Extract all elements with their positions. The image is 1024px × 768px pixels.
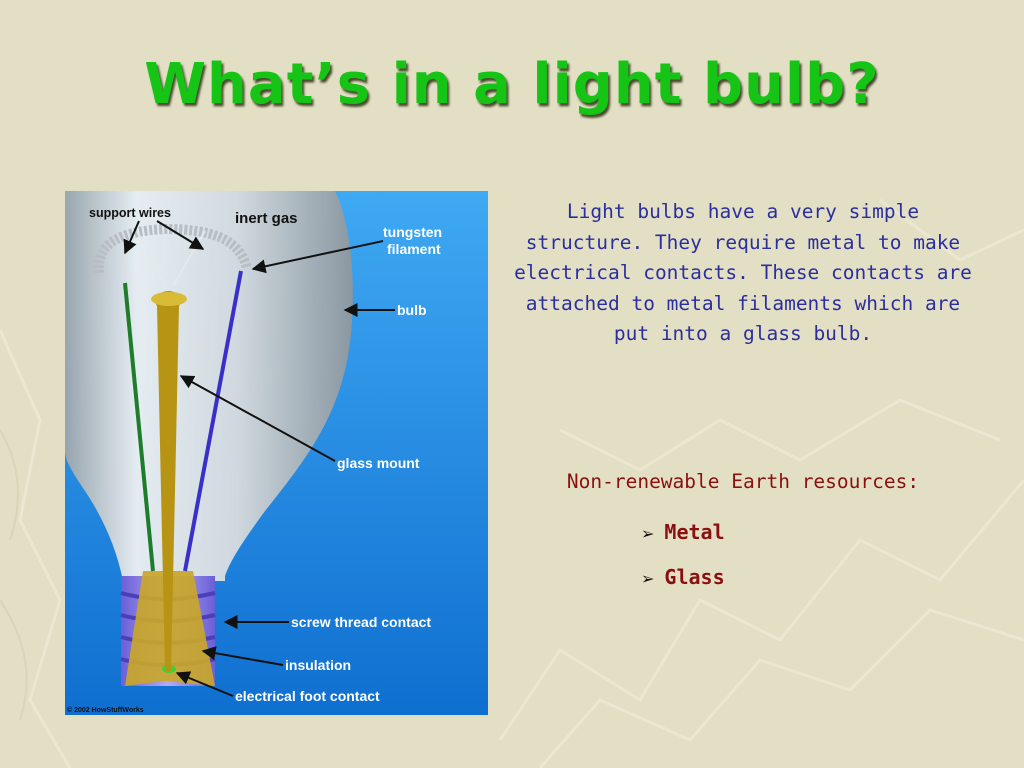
label-bulb: bulb bbox=[397, 302, 427, 318]
glass-bulb bbox=[65, 191, 353, 581]
glass-mount-stem bbox=[151, 291, 187, 671]
resource-label: Metal bbox=[664, 520, 725, 544]
tungsten-filament bbox=[93, 223, 252, 274]
label-filament: filament bbox=[387, 241, 441, 257]
description-paragraph: Light bulbs have a very simple structure… bbox=[514, 200, 972, 345]
label-electrical-foot-contact: electrical foot contact bbox=[235, 688, 380, 704]
label-tungsten: tungsten bbox=[383, 224, 442, 240]
arrowhead-bullet-icon: ➢ bbox=[641, 524, 655, 543]
figure-copyright: © 2002 HowStuffWorks bbox=[67, 706, 144, 714]
list-item: ➢ Glass bbox=[641, 561, 725, 606]
light-bulb-diagram: support wires inert gas tungsten filamen… bbox=[65, 191, 488, 715]
resource-label: Glass bbox=[664, 565, 725, 589]
label-inert-gas: inert gas bbox=[235, 210, 298, 227]
resources-list: ➢ Metal ➢ Glass bbox=[641, 516, 725, 606]
arrowhead-bullet-icon: ➢ bbox=[641, 569, 655, 588]
callout-lines bbox=[123, 220, 395, 697]
slide-title: What’s in a light bulb? bbox=[144, 52, 880, 117]
lead-wire-blue bbox=[183, 270, 243, 572]
lead-wire-green bbox=[123, 282, 155, 572]
resources-heading: Non-renewable Earth resources: bbox=[566, 470, 920, 493]
label-screw-thread-contact: screw thread contact bbox=[291, 614, 431, 630]
label-insulation: insulation bbox=[285, 657, 351, 673]
list-item: ➢ Metal bbox=[641, 516, 725, 561]
label-support-wires: support wires bbox=[89, 206, 171, 220]
label-glass-mount: glass mount bbox=[337, 455, 420, 471]
